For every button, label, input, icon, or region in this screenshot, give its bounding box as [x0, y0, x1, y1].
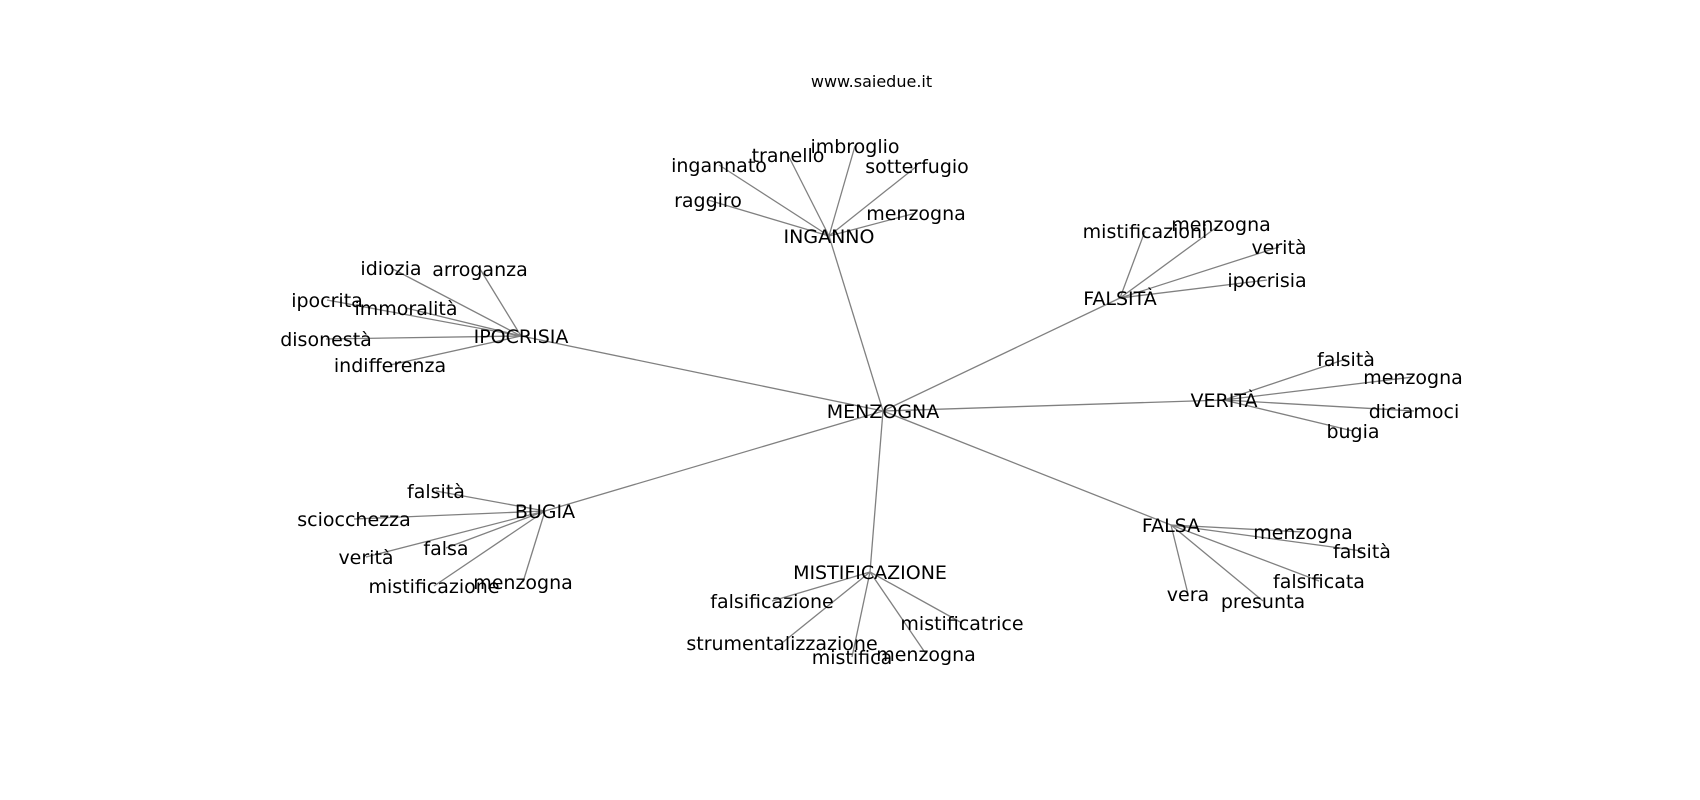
edge-ipocrisia-leaf	[325, 335, 522, 340]
leaf-node-label: falsificata	[1273, 571, 1365, 593]
edge-center-bugia	[544, 410, 884, 512]
cluster-node-bugia: BUGIA	[515, 501, 575, 523]
edge-inganno-leaf	[718, 164, 830, 237]
cluster-node-verita: VERITÀ	[1191, 389, 1258, 412]
edge-center-ipocrisia	[520, 335, 884, 412]
leaf-node-label: bugia	[1326, 421, 1379, 443]
edge-inganno-leaf	[828, 212, 917, 237]
edge-falsa-leaf	[1170, 524, 1363, 552]
edge-bugia-leaf	[353, 510, 546, 520]
cluster-node-falsita: FALSITÀ	[1083, 287, 1157, 310]
cluster-node-inganno: INGANNO	[784, 226, 875, 248]
leaf-node-label: falsità	[407, 481, 465, 503]
leaf-node-label: raggiro	[674, 190, 742, 212]
edge-falsita-leaf	[1119, 279, 1268, 299]
edge-bugia-leaf	[433, 510, 546, 587]
leaf-node-label: idiozia	[360, 258, 421, 280]
edge-mistificazione-leaf	[781, 571, 871, 644]
edge-center-mistificazione	[869, 410, 884, 573]
edge-verita-leaf	[1223, 358, 1347, 401]
leaf-node-label: sciocchezza	[297, 509, 410, 531]
edge-center-inganno	[828, 235, 884, 412]
leaf-node-label: ipocrita	[291, 290, 363, 312]
leaf-node-label: menzogna	[866, 203, 966, 225]
leaf-node-label: presunta	[1221, 591, 1305, 613]
edge-ipocrisia-leaf	[326, 299, 522, 337]
leaf-node-label: strumentalizzazione	[686, 633, 877, 655]
leaf-node-label: ipocrisia	[1227, 270, 1306, 292]
leaf-node-label: menzogna	[876, 644, 976, 666]
edge-verita-leaf	[1223, 399, 1415, 412]
edge-inganno-leaf	[828, 165, 918, 237]
leaf-node-label: falsificazione	[710, 591, 833, 613]
edge-falsa-leaf	[1170, 524, 1189, 595]
edge-mistificazione-leaf	[771, 571, 871, 602]
leaf-node-label: mistificatrice	[900, 613, 1023, 635]
leaf-node-label: menzogna	[1363, 367, 1463, 389]
leaf-node-label: immoralità	[354, 298, 457, 320]
edge-falsita-leaf	[1119, 223, 1222, 299]
leaf-node-label: menzogna	[1253, 522, 1353, 544]
edge-ipocrisia-leaf	[389, 335, 522, 366]
edge-bugia-leaf	[365, 510, 546, 558]
edge-verita-leaf	[1223, 399, 1354, 432]
leaf-node-label: mistificazione	[368, 576, 499, 598]
leaf-node-label: falsità	[1333, 541, 1391, 563]
edge-bugia-leaf	[445, 510, 546, 549]
edge-bugia-leaf	[522, 510, 546, 583]
edge-center-verita	[882, 399, 1225, 412]
leaf-node-label: indifferenza	[334, 355, 446, 377]
leaf-node-label: vera	[1167, 584, 1209, 606]
leaf-node-label: verità	[338, 547, 393, 569]
cluster-node-mistificazione: MISTIFICAZIONE	[793, 562, 947, 584]
edge-falsa-leaf	[1170, 524, 1320, 582]
leaf-node-label: tranello	[752, 145, 825, 167]
edge-falsa-leaf	[1170, 524, 1264, 602]
edge-inganno-leaf	[787, 154, 830, 237]
leaf-node-label: ingannato	[671, 155, 767, 177]
edge-center-falsita	[882, 297, 1121, 412]
edge-falsita-leaf	[1119, 230, 1146, 299]
leaf-node-label: mistificazioni	[1083, 221, 1208, 243]
leaf-node-label: diciamoci	[1369, 401, 1460, 423]
leaf-node-label: arroganza	[432, 259, 528, 281]
edge-falsita-leaf	[1119, 246, 1280, 299]
cluster-node-ipocrisia: IPOCRISIA	[474, 326, 569, 348]
leaf-node-label: imbroglio	[810, 136, 899, 158]
edge-ipocrisia-leaf	[405, 307, 522, 337]
leaf-node-label: falsa	[423, 538, 468, 560]
edge-verita-leaf	[1223, 376, 1414, 401]
edge-mistificazione-leaf	[869, 571, 927, 655]
cluster-node-falsa: FALSA	[1142, 515, 1200, 537]
edge-center-falsa	[882, 410, 1172, 526]
site-watermark: www.saiedue.it	[810, 72, 933, 91]
leaf-node-label: verità	[1251, 237, 1306, 259]
edge-falsa-leaf	[1170, 524, 1304, 533]
leaf-node-label: disonestà	[280, 329, 372, 351]
edge-ipocrisia-leaf	[390, 267, 522, 337]
leaf-node-label: menzogna	[1171, 214, 1271, 236]
edge-mistificazione-leaf	[851, 571, 871, 658]
edge-bugia-leaf	[435, 490, 546, 512]
center-node-label: MENZOGNA	[827, 401, 940, 423]
edge-ipocrisia-leaf	[479, 268, 522, 337]
leaf-node-label: menzogna	[473, 572, 573, 594]
edge-inganno-leaf	[828, 145, 856, 237]
edge-mistificazione-leaf	[869, 571, 963, 624]
edge-inganno-leaf	[707, 199, 830, 237]
leaf-node-label: mistifica	[812, 647, 892, 669]
leaf-node-label: sotterfugio	[865, 156, 969, 178]
leaf-node-label: falsità	[1317, 349, 1375, 371]
